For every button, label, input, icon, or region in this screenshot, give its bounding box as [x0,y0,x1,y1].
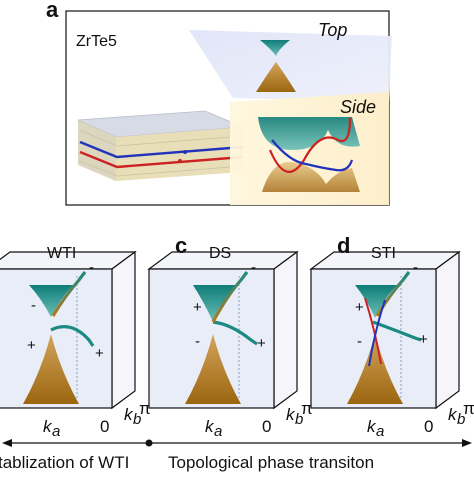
axis-ka: k [205,417,215,436]
zrte5-slab [77,110,244,181]
sign-minus-lower: - [195,333,200,350]
sign-plus-upper: + [355,299,364,316]
slab-marker-blue [183,150,187,154]
valence-cone [185,334,241,404]
sign-minus-right: - [251,259,256,276]
cube-side-face [273,250,298,410]
axis-ka-sub: a [52,423,60,440]
phase-axis-right-text: Topological phase transiton [168,453,374,472]
side-view: Side [230,92,389,205]
slab-layer-lines [79,129,244,177]
surface-band-upper [211,271,249,323]
slab-marker-red [178,159,182,163]
axis-kb: k [286,405,296,424]
surface-band-upper [375,271,411,317]
panel-a-letter: a [46,0,59,22]
axis-ka-sub: a [214,423,222,440]
top-plane [189,30,392,102]
axis-ka-sub: a [376,423,384,440]
surface-band-lower [50,325,95,347]
axis-pi: π [463,399,474,418]
axis-ka: k [367,417,377,436]
surface-state-blue [368,299,386,367]
axis-pi: π [301,399,313,418]
panel-title: WTI [47,245,76,262]
axis-pi: π [139,399,151,418]
slab-blue-edge [79,140,244,159]
conduction-cone [193,285,235,322]
cube-side-face [435,250,460,410]
top-label: Top [318,20,347,40]
sign-minus-lower: - [357,333,362,350]
phase-axis-left-arrow [2,439,12,447]
axis-zero: 0 [424,417,433,436]
axis-ka: k [43,417,53,436]
axis-kb-sub: b [457,411,465,428]
sign-plus-right: + [257,335,266,352]
side-blue-state [271,139,354,172]
phase-axis-dot [145,439,153,447]
cube-side-face [111,250,136,410]
panel-title: STI [371,245,396,262]
surface-state-red [364,297,382,365]
surface-band-lower [212,320,258,346]
panel-title: DS [209,245,231,262]
side-lower-band [262,161,360,192]
side-upper-band [258,117,360,150]
sign-plus-upper: + [193,299,202,316]
sign-plus-right: + [419,331,428,348]
surface-band-upper [51,271,87,317]
axis-kb-sub: b [133,411,141,428]
axis-zero: 0 [262,417,271,436]
valence-cone [347,334,403,404]
axis-kb: k [448,405,458,424]
axis-zero: 0 [100,417,109,436]
phase-axis-left-text: tablization of WTI [0,453,129,472]
panel-letter: d [337,233,350,258]
material-label: ZrTe5 [76,33,117,50]
axis-kb: k [124,405,134,424]
valence-cone [23,334,79,404]
top-upper-cone [260,40,290,56]
top-lower-cone [256,62,296,92]
panel-a: a ZrTe5 Top Side [46,0,392,206]
axis-kb-sub: b [295,411,303,428]
sign-minus-upper: - [31,297,36,314]
sign-minus-right: - [89,259,94,276]
sign-plus-right: + [95,345,104,362]
side-red-state [268,117,352,173]
phase-axis: tablization of WTI Topological phase tra… [0,439,472,472]
panel-letter: c [175,233,187,258]
phase-axis-right-arrow [462,439,472,447]
side-label: Side [340,97,376,117]
conduction-cone [355,285,397,318]
top-view: Top [189,20,392,102]
sign-plus-lower: + [27,337,36,354]
slab-front [78,120,116,181]
sign-minus-right: - [413,259,418,276]
conduction-cone [29,285,73,317]
slab-red-edge [79,150,244,169]
slab-right [116,127,243,181]
